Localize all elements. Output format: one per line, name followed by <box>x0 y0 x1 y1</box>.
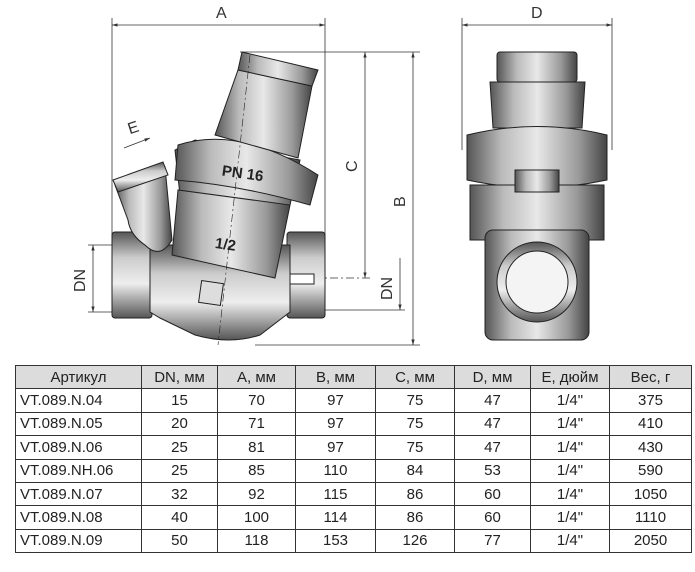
specifications-table: Артикул DN, мм A, мм B, мм C, мм D, мм E… <box>15 364 692 554</box>
cell-dn: 20 <box>141 411 218 437</box>
cell-dn: 15 <box>141 388 218 413</box>
cell-b: 114 <box>295 505 376 530</box>
dimension-label-dn-left: DN <box>72 269 89 292</box>
body-marking-size: 1/2 <box>214 235 237 255</box>
cell-b: 115 <box>295 481 376 507</box>
column-header-article: Артикул <box>15 364 142 390</box>
cell-article: VT.089.N.04 <box>15 388 142 413</box>
cell-b: 153 <box>295 528 376 554</box>
cell-dn: 25 <box>141 458 218 483</box>
dimension-label-c: C <box>344 160 361 172</box>
cell-weight: 375 <box>609 388 692 413</box>
cell-d: 53 <box>454 458 531 483</box>
cell-b: 97 <box>295 435 376 460</box>
cell-a: 85 <box>217 458 296 483</box>
cell-a: 118 <box>217 528 296 554</box>
cell-e: 1/4" <box>530 528 610 554</box>
column-header-e: E, дюйм <box>530 364 610 390</box>
dimension-lines <box>88 18 420 346</box>
valve-front-view <box>466 51 608 341</box>
cell-e: 1/4" <box>530 411 610 437</box>
cell-weight: 1110 <box>609 505 692 530</box>
dimension-label-dn-right: DN <box>379 277 396 300</box>
cell-dn: 40 <box>141 505 218 530</box>
cell-weight: 410 <box>609 411 692 437</box>
cell-c: 75 <box>375 435 455 460</box>
cell-weight: 430 <box>609 435 692 460</box>
valve-technical-drawing: A E C B DN DN PN 16 1/2 D <box>72 5 613 346</box>
column-header-b: B, мм <box>295 364 376 390</box>
cell-d: 47 <box>454 388 531 413</box>
cell-article: VT.089.N.08 <box>15 505 142 530</box>
cell-d: 60 <box>454 481 531 507</box>
cell-b: 97 <box>295 411 376 437</box>
column-header-c: C, мм <box>375 364 455 390</box>
body-marking-pn: PN 16 <box>221 163 265 186</box>
cell-c: 84 <box>375 458 455 483</box>
cell-article: VT.089.NH.06 <box>15 458 142 483</box>
cell-dn: 32 <box>141 481 218 507</box>
dimension-label-d: D <box>531 5 543 22</box>
cell-c: 126 <box>375 528 455 554</box>
column-header-weight: Вес, г <box>609 364 692 390</box>
cell-b: 110 <box>295 458 376 483</box>
dimension-label-b: B <box>392 196 409 207</box>
table-header-row: Артикул DN, мм A, мм B, мм C, мм D, мм E… <box>15 364 692 390</box>
cell-c: 75 <box>375 388 455 413</box>
cell-a: 70 <box>217 388 296 413</box>
cell-c: 86 <box>375 481 455 507</box>
cell-a: 92 <box>217 481 296 507</box>
column-header-dn: DN, мм <box>141 364 218 390</box>
cell-a: 100 <box>217 505 296 530</box>
cell-e: 1/4" <box>530 435 610 460</box>
cell-weight: 1050 <box>609 481 692 507</box>
cell-article: VT.089.N.07 <box>15 481 142 507</box>
cell-b: 97 <box>295 388 376 413</box>
cell-article: VT.089.N.09 <box>15 528 142 554</box>
cell-article: VT.089.N.05 <box>15 411 142 437</box>
cell-dn: 25 <box>141 435 218 460</box>
column-header-d: D, мм <box>454 364 531 390</box>
cell-d: 60 <box>454 505 531 530</box>
cell-d: 47 <box>454 435 531 460</box>
cell-a: 71 <box>217 411 296 437</box>
cell-c: 86 <box>375 505 455 530</box>
valve-side-view <box>111 51 326 346</box>
cell-a: 81 <box>217 435 296 460</box>
cell-d: 47 <box>454 411 531 437</box>
column-header-a: A, мм <box>217 364 296 390</box>
cell-e: 1/4" <box>530 458 610 483</box>
cell-article: VT.089.N.06 <box>15 435 142 460</box>
dimension-label-a: A <box>216 5 227 22</box>
cell-weight: 2050 <box>609 528 692 554</box>
cell-e: 1/4" <box>530 505 610 530</box>
cell-weight: 590 <box>609 458 692 483</box>
cell-e: 1/4" <box>530 481 610 507</box>
cell-dn: 50 <box>141 528 218 554</box>
cell-e: 1/4" <box>530 388 610 413</box>
dimension-lines-front <box>461 18 613 150</box>
cell-c: 75 <box>375 411 455 437</box>
dimension-label-e: E <box>126 119 141 138</box>
cell-d: 77 <box>454 528 531 554</box>
